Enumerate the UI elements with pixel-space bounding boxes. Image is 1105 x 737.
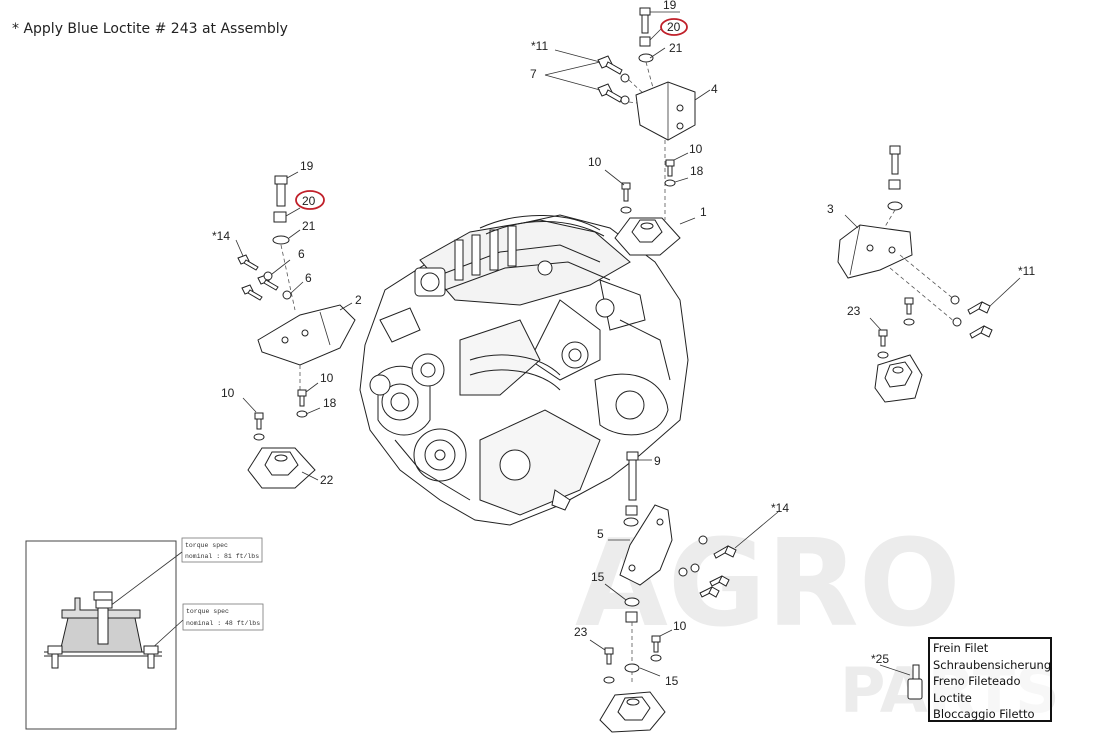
washer-6a	[263, 271, 273, 281]
bolt-23-right	[878, 329, 888, 347]
torque-detail-inset: torque spec nominal : 81 ft/lbs torque s…	[25, 537, 264, 730]
callout-25: *25	[871, 652, 889, 666]
loctite-note: * Apply Blue Loctite # 243 at Assembly	[12, 21, 288, 37]
callout-22: 22	[320, 473, 334, 487]
bolt-10-left-b	[297, 389, 307, 407]
callout-15-top: 15	[591, 570, 605, 584]
bolt-11-right-a	[967, 301, 991, 315]
washer-6b	[282, 290, 292, 300]
highlight-20-left	[295, 190, 325, 210]
loctite-bottle-icon	[907, 664, 923, 700]
callout-1: 1	[700, 205, 707, 219]
bolt-11-top	[597, 55, 623, 75]
bolt-10-top	[621, 182, 631, 202]
svg-text:nominal : 48 ft/lbs: nominal : 48 ft/lbs	[186, 620, 260, 627]
washer-18-left	[296, 410, 308, 418]
washer-21-top	[638, 53, 654, 63]
bolt-11-right-b	[969, 325, 993, 339]
legend-line: Schraubensicherung	[933, 657, 1052, 672]
legend-line: Freno Fileteado	[933, 674, 1021, 689]
callout-3: 3	[827, 202, 834, 216]
callout-leaders	[235, 11, 1021, 677]
svg-text:nominal : 81 ft/lbs: nominal : 81 ft/lbs	[185, 553, 259, 560]
bolt-right-mid	[904, 297, 914, 315]
bracket-3	[837, 224, 913, 279]
threadlocker-legend: Frein Filet Schraubensicherung Freno Fil…	[928, 637, 1052, 722]
callout-18-top: 18	[690, 164, 704, 178]
callout-19-left: 19	[300, 159, 314, 173]
bolt-bottom-upper	[709, 575, 730, 587]
engine-block	[359, 214, 689, 526]
callout-21-top: 21	[669, 41, 683, 55]
callout-7: 7	[530, 67, 537, 81]
legend-line: Loctite	[933, 690, 972, 705]
callout-10-bottom: 10	[673, 619, 687, 633]
callout-labels: 19 20 21 *11 7 4 10 10 18 1 19 20 21 *14…	[212, 0, 1035, 688]
callout-15-bottom: 15	[665, 674, 679, 688]
torque-box-top	[181, 537, 263, 563]
svg-text:torque spec: torque spec	[186, 608, 229, 615]
callout-4: 4	[711, 82, 718, 96]
bolt-10-top-right	[665, 159, 675, 177]
callout-23-right: 23	[847, 304, 861, 318]
bolt-9	[626, 451, 639, 501]
callout-23-bottom: 23	[574, 625, 588, 639]
svg-text:AGRO: AGRO	[575, 515, 961, 654]
highlight-20-top	[660, 18, 688, 36]
bracket-4	[635, 81, 696, 141]
bolt-19-top	[639, 7, 651, 34]
callout-5: 5	[597, 527, 604, 541]
callout-14-bottom: *14	[771, 501, 789, 515]
callout-19-top: 19	[663, 0, 677, 12]
nut-20-left	[273, 211, 287, 223]
callout-6a: 6	[298, 247, 305, 261]
callout-6b: 6	[305, 271, 312, 285]
legend-line: Frein Filet	[933, 641, 989, 655]
nut-20-top	[639, 36, 651, 47]
torque-box-bottom	[182, 603, 264, 631]
bolt-10-bottom	[651, 635, 661, 653]
washer-15-top	[624, 597, 640, 607]
washer-21-left	[272, 235, 290, 245]
callout-21-left: 21	[302, 219, 316, 233]
callout-10-top: 10	[588, 155, 602, 169]
svg-text:torque spec: torque spec	[185, 542, 228, 549]
bolt-7-top	[597, 83, 623, 103]
callout-14-left: *14	[212, 229, 230, 243]
callout-2: 2	[355, 293, 362, 307]
callout-11-right: *11	[1018, 264, 1035, 278]
callout-10-top-right: 10	[689, 142, 703, 156]
washer-15-bottom	[624, 663, 640, 673]
bolt-14-bottom	[713, 545, 737, 559]
bolt-left-lower	[241, 284, 263, 301]
bolt-14-left	[237, 254, 259, 271]
bolt-23-bottom	[604, 647, 614, 665]
legend-line: Bloccaggio Filetto	[933, 707, 1035, 722]
callout-20-left: 20	[302, 194, 316, 208]
callout-10-left-a: 10	[221, 386, 235, 400]
callout-18-left: 18	[323, 396, 337, 410]
callout-11-top: *11	[531, 39, 548, 53]
callout-20-top: 20	[667, 20, 681, 34]
bolt-bottom-lower	[699, 586, 720, 598]
bolt-10-left-a	[254, 412, 264, 430]
bolt-19-left	[274, 175, 288, 207]
bolt-right-top	[889, 145, 901, 175]
callout-10-left-b: 10	[320, 371, 334, 385]
callout-9: 9	[654, 454, 661, 468]
washer-18-top	[664, 179, 676, 187]
